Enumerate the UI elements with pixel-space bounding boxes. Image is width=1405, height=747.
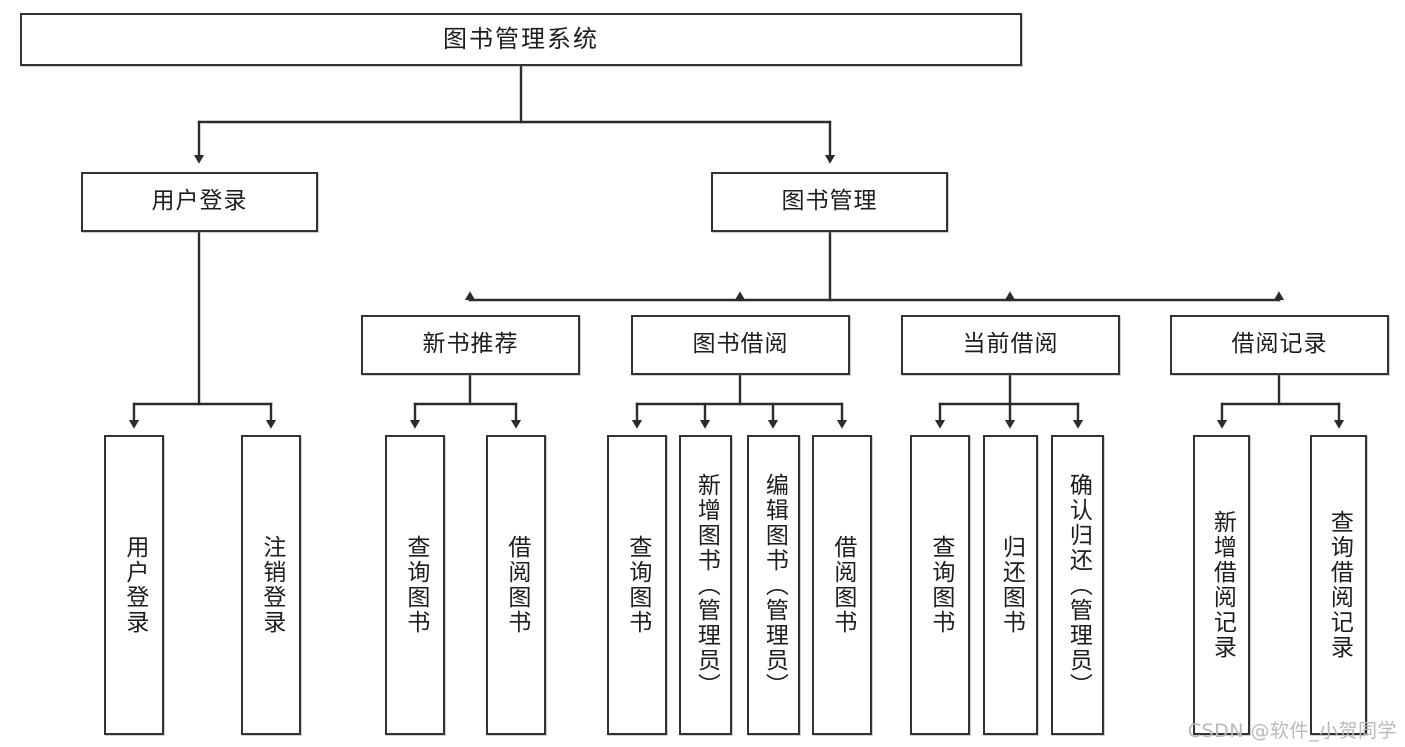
node-book-manage[interactable]: 图书管理: [711, 172, 948, 232]
leaf-user-login[interactable]: 用户登录: [104, 435, 164, 735]
node-root-system[interactable]: 图书管理系统: [20, 13, 1022, 66]
node-label: 借阅图书: [829, 535, 856, 635]
leaf-add-borrow-record[interactable]: 新增借阅记录: [1193, 435, 1250, 735]
node-label: 编辑图书（管理员）: [761, 472, 788, 698]
leaf-query-book-borrow[interactable]: 查询图书: [607, 435, 667, 735]
leaf-edit-book[interactable]: 编辑图书（管理员）: [747, 435, 800, 735]
csdn-watermark: CSDN @软件_小贺同学: [1187, 720, 1397, 742]
leaf-add-book[interactable]: 新增图书（管理员）: [679, 435, 732, 735]
leaf-query-borrow-record[interactable]: 查询借阅记录: [1310, 435, 1367, 735]
node-label: 查询借阅记录: [1326, 510, 1353, 660]
node-label: 用户登录: [121, 535, 148, 635]
node-borrow-record[interactable]: 借阅记录: [1170, 315, 1389, 375]
node-label: 归还图书: [998, 535, 1025, 635]
node-book-borrow[interactable]: 图书借阅: [631, 315, 850, 375]
leaf-query-book-current[interactable]: 查询图书: [910, 435, 970, 735]
node-label: 查询图书: [402, 535, 429, 635]
node-label: 当前借阅: [962, 331, 1059, 358]
node-label: 新书推荐: [422, 331, 519, 358]
node-new-book-recommend[interactable]: 新书推荐: [361, 315, 580, 375]
leaf-logout[interactable]: 注销登录: [241, 435, 301, 735]
leaf-borrow-book[interactable]: 借阅图书: [812, 435, 872, 735]
node-label: 新增借阅记录: [1209, 510, 1236, 660]
leaf-query-book-recommend[interactable]: 查询图书: [385, 435, 445, 735]
node-label: 注销登录: [258, 535, 285, 635]
node-label: 图书管理系统: [443, 25, 599, 54]
node-label: 借阅图书: [503, 535, 530, 635]
node-current-borrow[interactable]: 当前借阅: [901, 315, 1120, 375]
node-label: 用户登录: [151, 188, 248, 215]
node-label: 新增图书（管理员）: [693, 472, 720, 698]
node-label: 图书管理: [781, 188, 878, 215]
node-label: 图书借阅: [692, 331, 789, 358]
node-user-login[interactable]: 用户登录: [81, 172, 318, 232]
leaf-return-book[interactable]: 归还图书: [983, 435, 1038, 735]
leaf-borrow-book-recommend[interactable]: 借阅图书: [486, 435, 546, 735]
node-label: 查询图书: [927, 535, 954, 635]
node-label: 确认归还（管理员）: [1065, 472, 1092, 698]
leaf-confirm-return[interactable]: 确认归还（管理员）: [1051, 435, 1104, 735]
node-label: 查询图书: [624, 535, 651, 635]
node-label: 借阅记录: [1231, 331, 1328, 358]
